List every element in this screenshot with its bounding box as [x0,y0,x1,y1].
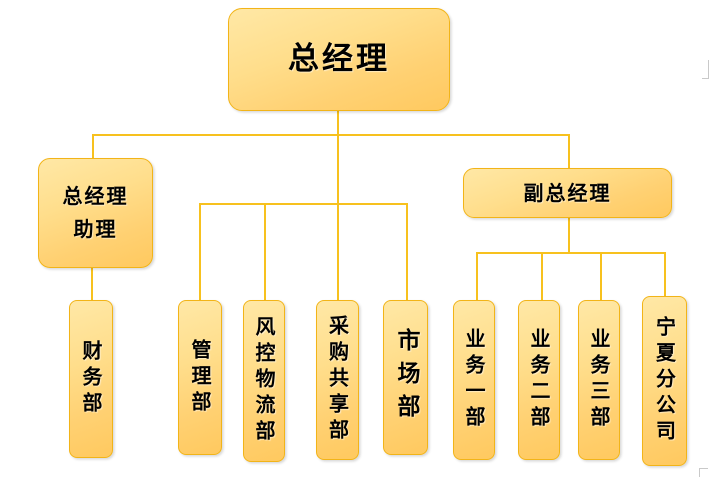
connector-to-business-1 [476,252,478,301]
org-node-business-department-1[interactable]: 业务一部 [453,300,495,460]
crop-mark-bottom-icon [699,468,708,477]
org-node-management-department-label: 管理部 [188,338,212,417]
connector-gm-assistant-to-finance [91,268,93,301]
org-node-business-department-2-label: 业务二部 [527,328,551,432]
org-node-finance-department-label: 财务部 [79,340,103,418]
org-node-general-manager[interactable]: 总经理 [228,8,450,111]
org-node-business-department-3[interactable]: 业务三部 [578,300,620,460]
connector-business-bus [476,252,665,254]
connector-to-gm-assistant [92,134,94,159]
org-node-deputy-general-manager[interactable]: 副总经理 [463,168,672,218]
org-node-business-department-1-label: 业务一部 [462,328,486,432]
connector-middle-bus [199,203,408,205]
org-node-gm-assistant-label: 总经理 助理 [62,184,129,241]
org-node-marketing-department[interactable]: 市场部 [383,300,428,455]
org-node-ningxia-branch-company-label: 宁夏分公司 [652,316,677,446]
connector-level2-bus [92,134,569,136]
connector-to-business-2 [541,252,543,301]
connector-gm-stem [337,111,339,135]
org-node-procurement-sharing-department-label: 采购共享部 [325,315,350,445]
org-node-ningxia-branch-company[interactable]: 宁夏分公司 [642,296,687,466]
connector-to-management [199,203,201,301]
org-node-management-department[interactable]: 管理部 [178,300,222,455]
org-node-risk-control-logistics-department[interactable]: 风控物流部 [243,300,285,462]
org-node-business-department-2[interactable]: 业务二部 [518,300,560,460]
org-node-general-manager-label: 总经理 [288,40,390,77]
crop-mark-icon [702,60,709,79]
connector-to-procurement [337,203,339,301]
org-node-risk-control-logistics-department-label: 风控物流部 [252,316,276,446]
connector-to-deputy-gm [568,134,570,169]
connector-to-ningxia-branch [664,252,666,297]
connector-gm-middle-stem [337,134,339,204]
connector-to-risk-logistics [264,203,266,301]
org-node-business-department-3-label: 业务三部 [587,328,611,432]
connector-to-marketing [406,203,408,301]
org-node-marketing-department-label: 市场部 [393,328,419,427]
connector-to-business-3 [600,252,602,301]
connector-deputy-gm-stem [568,218,570,253]
org-node-deputy-general-manager-label: 副总经理 [523,180,612,205]
org-node-gm-assistant[interactable]: 总经理 助理 [38,158,153,268]
org-node-procurement-sharing-department[interactable]: 采购共享部 [316,300,359,460]
org-node-finance-department[interactable]: 财务部 [69,300,113,458]
